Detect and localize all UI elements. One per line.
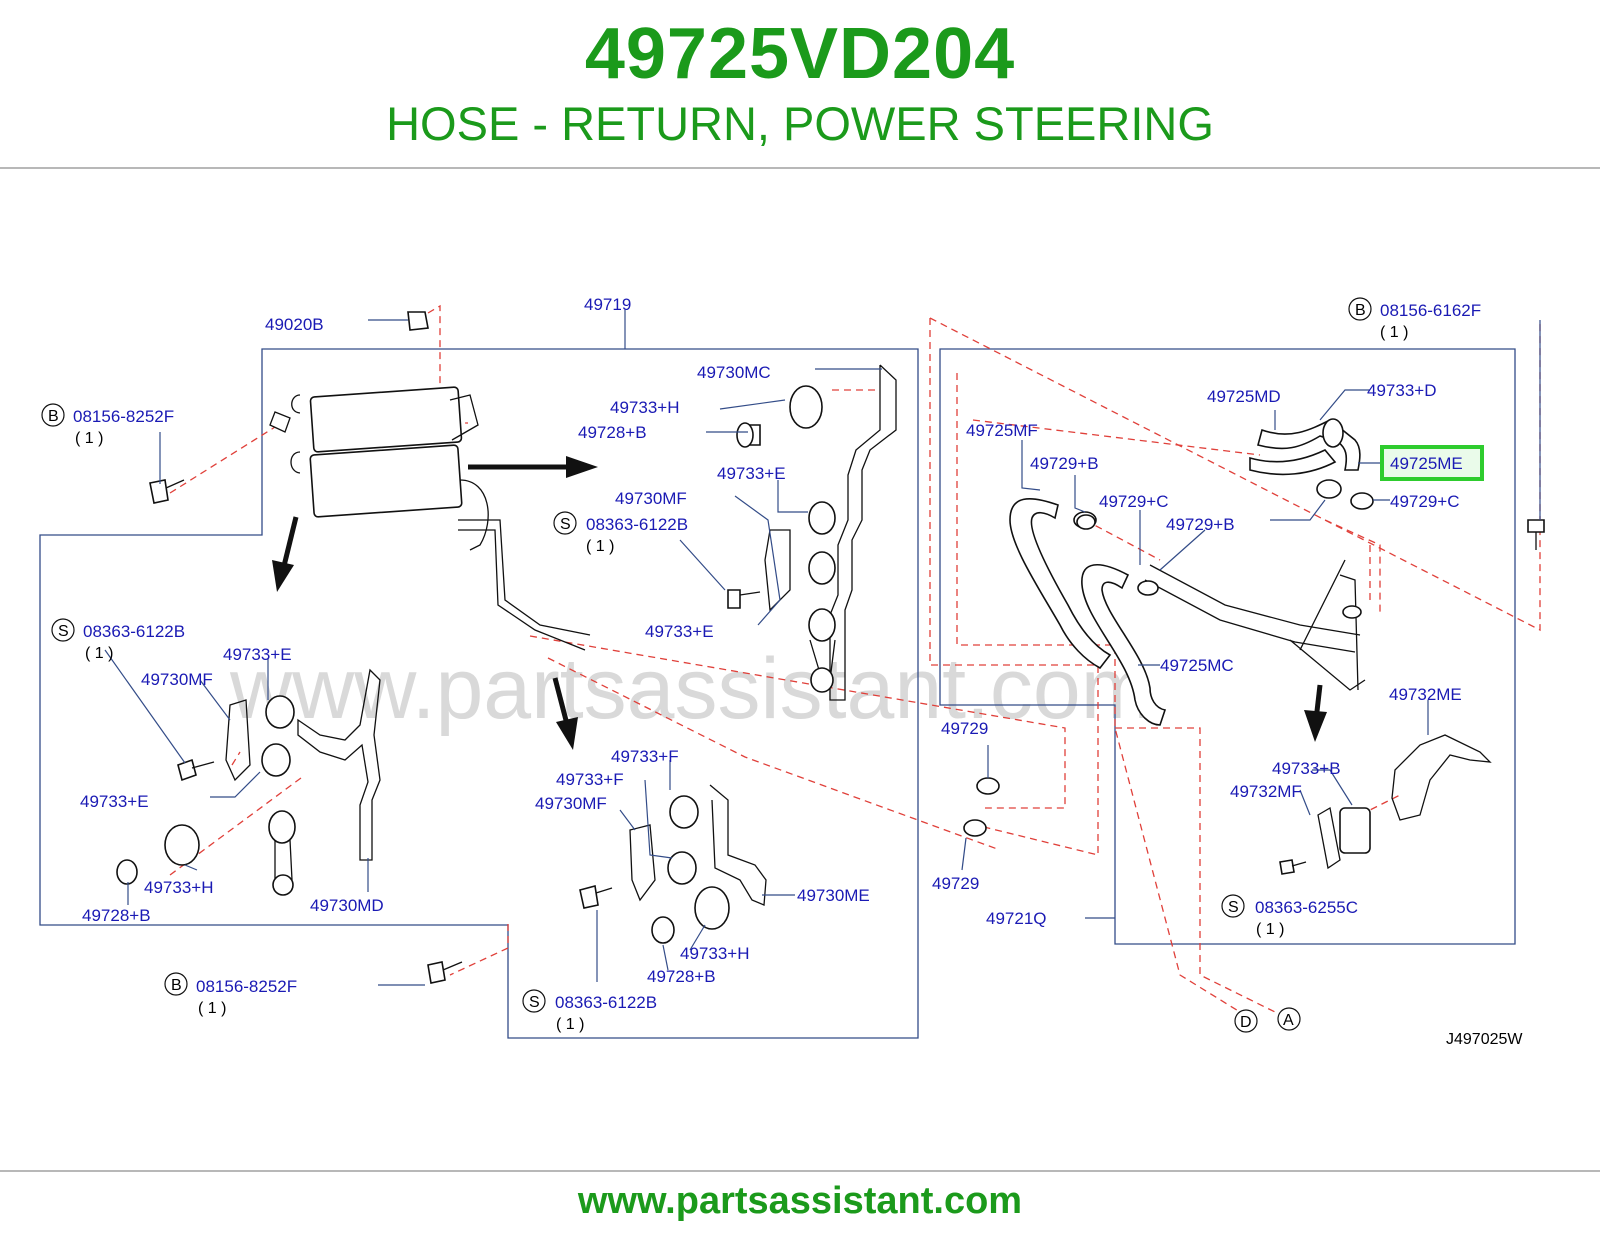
hose-assembly-box bbox=[939, 348, 1516, 945]
diagram-reference-code: J497025W bbox=[1446, 1031, 1523, 1048]
qty-08363-6122b-bot: ( 1 ) bbox=[556, 1016, 584, 1033]
hose-49725mc[interactable] bbox=[1081, 559, 1366, 726]
label-08363-6122b-left[interactable]: 08363-6122B bbox=[83, 622, 185, 641]
svg-text:B: B bbox=[48, 408, 59, 425]
label-49732me[interactable]: 49732ME bbox=[1389, 685, 1462, 704]
bracket-49730mc[interactable] bbox=[727, 364, 897, 701]
leader-lines bbox=[104, 310, 1541, 986]
qty-08363-6122b-left: ( 1 ) bbox=[85, 645, 113, 662]
label-49729-1[interactable]: 49729 bbox=[941, 719, 988, 738]
svg-text:S: S bbox=[1228, 899, 1239, 916]
label-49725mc[interactable]: 49725MC bbox=[1160, 656, 1234, 675]
header-divider bbox=[0, 167, 1600, 169]
part-description: HOSE - RETURN, POWER STEERING bbox=[386, 97, 1214, 150]
label-49721q[interactable]: 49721Q bbox=[986, 909, 1047, 928]
callout-s-left: S bbox=[51, 618, 75, 642]
svg-text:B: B bbox=[171, 977, 182, 994]
bolt-parts[interactable] bbox=[149, 311, 1545, 984]
label-49733e-left2[interactable]: 49733+E bbox=[80, 792, 149, 811]
label-49733e-left[interactable]: 49733+E bbox=[223, 645, 292, 664]
svg-text:S: S bbox=[58, 623, 69, 640]
label-49728b-bot[interactable]: 49728+B bbox=[647, 967, 716, 986]
qty-08156-8252f-bot: ( 1 ) bbox=[198, 1000, 226, 1017]
label-08156-8252f-bot[interactable]: 08156-8252F bbox=[196, 977, 297, 996]
label-08156-6162f[interactable]: 08156-6162F bbox=[1380, 301, 1481, 320]
label-49730mf-mid[interactable]: 49730MF bbox=[615, 489, 687, 508]
highlight-box bbox=[1380, 445, 1484, 481]
label-49729-2[interactable]: 49729 bbox=[932, 874, 979, 893]
label-49020b[interactable]: 49020B bbox=[265, 315, 324, 334]
label-49733b[interactable]: 49733+B bbox=[1272, 759, 1341, 778]
return-hose-49725me[interactable] bbox=[1249, 418, 1374, 510]
label-49729c-right[interactable]: 49729+C bbox=[1390, 492, 1459, 511]
label-49729b-2[interactable]: 49729+B bbox=[1166, 515, 1235, 534]
label-49730mc[interactable]: 49730MC bbox=[697, 363, 771, 382]
label-08363-6255c[interactable]: 08363-6255C bbox=[1255, 898, 1358, 917]
clamp-parts[interactable] bbox=[963, 514, 1159, 837]
svg-text:S: S bbox=[529, 994, 540, 1011]
label-08363-6122b-bot[interactable]: 08363-6122B bbox=[555, 993, 657, 1012]
footer-link[interactable]: www.partsassistant.com bbox=[577, 1180, 1023, 1222]
label-49725md[interactable]: 49725MD bbox=[1207, 387, 1281, 406]
part-labels: 49020B 49719 08156-6162F ( 1 ) 08156-825… bbox=[73, 295, 1481, 1033]
callout-d: D bbox=[1234, 1009, 1258, 1033]
page-header: 49725VD204 HOSE - RETURN, POWER STEERING bbox=[0, 0, 1600, 170]
label-49728b-top[interactable]: 49728+B bbox=[578, 423, 647, 442]
bracket-49732me-set[interactable] bbox=[1317, 734, 1492, 870]
label-49733e-mid[interactable]: 49733+E bbox=[717, 464, 786, 483]
svg-text:D: D bbox=[1240, 1014, 1252, 1031]
callout-a: A bbox=[1277, 1007, 1301, 1031]
label-49733h-top[interactable]: 49733+H bbox=[610, 398, 679, 417]
label-49725mf[interactable]: 49725MF bbox=[966, 421, 1038, 440]
label-49730me[interactable]: 49730ME bbox=[797, 886, 870, 905]
label-49729b-1[interactable]: 49729+B bbox=[1030, 454, 1099, 473]
label-49732mf[interactable]: 49732MF bbox=[1230, 782, 1302, 801]
label-08156-8252f-top[interactable]: 08156-8252F bbox=[73, 407, 174, 426]
callout-circles: B B B S S S S D A bbox=[41, 297, 1372, 1033]
callout-b-top-right: B bbox=[1348, 297, 1372, 321]
oil-cooler-part[interactable] bbox=[269, 386, 591, 651]
bracket-49730md-set[interactable] bbox=[116, 668, 381, 896]
qty-08363-6255c: ( 1 ) bbox=[1256, 921, 1284, 938]
label-08363-6122b-mid[interactable]: 08363-6122B bbox=[586, 515, 688, 534]
direction-arrows bbox=[272, 456, 1327, 750]
label-49729c-mid[interactable]: 49729+C bbox=[1099, 492, 1168, 511]
qty-08363-6122b-mid: ( 1 ) bbox=[586, 538, 614, 555]
label-49728b-left[interactable]: 49728+B bbox=[82, 906, 151, 925]
label-49730mf-bot[interactable]: 49730MF bbox=[535, 794, 607, 813]
callout-s-bottom: S bbox=[522, 989, 546, 1013]
watermark: www.partsassistant.com bbox=[229, 641, 1152, 737]
bracket-49730me-set[interactable] bbox=[579, 784, 767, 944]
label-49733h-left[interactable]: 49733+H bbox=[144, 878, 213, 897]
label-49733f-2[interactable]: 49733+F bbox=[556, 770, 624, 789]
svg-text:A: A bbox=[1283, 1012, 1294, 1029]
part-number-title: 49725VD204 bbox=[584, 14, 1016, 94]
label-49730md[interactable]: 49730MD bbox=[310, 896, 384, 915]
label-49730mf-left[interactable]: 49730MF bbox=[141, 670, 213, 689]
callout-b-bottom: B bbox=[164, 972, 188, 996]
label-49733d[interactable]: 49733+D bbox=[1367, 381, 1436, 400]
qty-08156-6162f: ( 1 ) bbox=[1380, 324, 1408, 341]
label-49733e-mid2[interactable]: 49733+E bbox=[645, 622, 714, 641]
callout-b-top-left: B bbox=[41, 403, 65, 427]
label-49725me[interactable]: 49725ME bbox=[1390, 454, 1463, 473]
label-49719[interactable]: 49719 bbox=[584, 295, 631, 314]
svg-text:S: S bbox=[560, 516, 571, 533]
footer-divider bbox=[0, 1170, 1600, 1172]
svg-text:B: B bbox=[1355, 302, 1366, 319]
qty-08156-8252f-top: ( 1 ) bbox=[75, 430, 103, 447]
callout-s-right: S bbox=[1221, 894, 1245, 918]
label-49733h-bot[interactable]: 49733+H bbox=[680, 944, 749, 963]
callout-s-mid: S bbox=[553, 511, 577, 535]
label-49733f-1[interactable]: 49733+F bbox=[611, 747, 679, 766]
